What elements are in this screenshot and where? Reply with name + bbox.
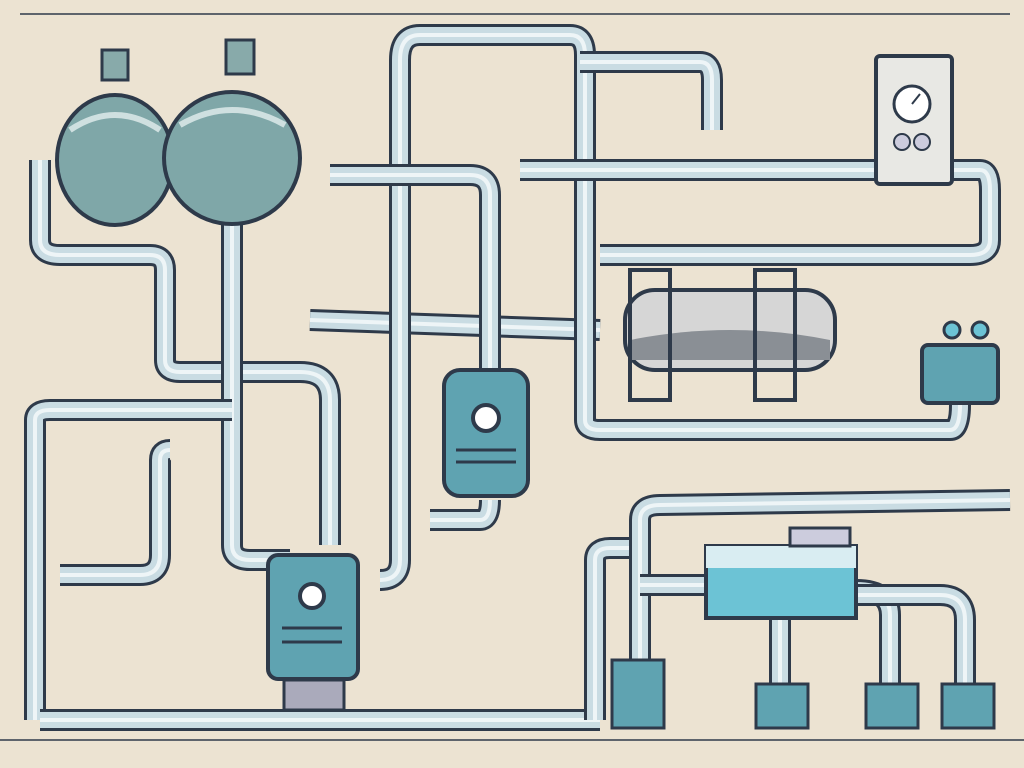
pipe-segment-fill: [430, 499, 492, 522]
horizontal-cylinder-tank: [623, 268, 837, 402]
pipe-segment-fill: [638, 498, 1011, 720]
pipe-segment-fill: [33, 408, 232, 720]
pipe-segment-fill: [309, 318, 601, 332]
pressure-tank-right: [162, 38, 302, 226]
pipe-segment-fill: [230, 220, 290, 562]
pipe-segment: [389, 24, 596, 110]
pipe-segment-fill: [299, 370, 332, 545]
pipe-segment-fill: [580, 60, 714, 130]
equipment: [55, 38, 1000, 730]
control-panel: [874, 54, 954, 186]
pipe-segment-fill: [593, 546, 640, 720]
pipe-segment-fill: [856, 593, 967, 690]
pipe-segment-fill: [583, 110, 962, 432]
pipe-segment-fill: [398, 33, 587, 110]
pump-center: [442, 368, 530, 498]
pipe-segment-fill: [299, 364, 338, 545]
pipe-segment: [221, 220, 290, 571]
pipe-segment: [580, 51, 723, 130]
pipe-segment-fill: [330, 173, 492, 380]
pressure-tank-left: [55, 48, 175, 227]
pipe-segment-fill: [38, 160, 300, 374]
background-lines: [0, 13, 1024, 741]
floor-valves: [610, 658, 996, 730]
pipe-network: [24, 24, 1011, 731]
pipe-segment-fill: [520, 168, 992, 257]
pipe-segment-fill: [379, 60, 402, 582]
pump-right: [920, 320, 1000, 405]
pipe-segment: [856, 584, 976, 690]
pipe-segment-fill: [60, 442, 171, 583]
pipe-segment-fill: [60, 448, 171, 577]
pipe-segment-fill: [392, 27, 593, 110]
cylinder-heater: [704, 526, 858, 620]
pump-bottom: [266, 553, 360, 712]
pipe-segment-fill: [856, 587, 973, 690]
